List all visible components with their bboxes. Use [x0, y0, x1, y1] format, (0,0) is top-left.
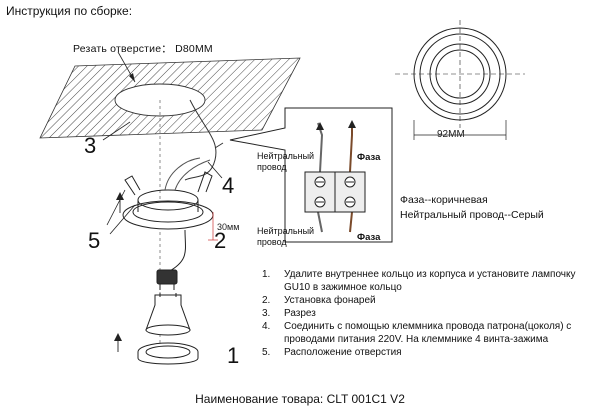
step-number-3: 3: [84, 133, 97, 158]
fixture-body: [122, 157, 214, 230]
lamp-socket: [156, 229, 186, 290]
instruction-number: 5.: [262, 347, 271, 358]
terminal-block: [304, 171, 366, 213]
step-number-4: 4: [222, 173, 235, 198]
neutral-wire-label-bottom: Нейтральный провод: [257, 226, 315, 247]
instruction-item: 2. Установка фонарей: [262, 294, 592, 307]
ceiling-slab: [39, 57, 301, 139]
depth-dimension-label: 30мм: [217, 222, 240, 232]
instruction-number: 4.: [262, 321, 271, 332]
power-cable: [184, 99, 217, 181]
instruction-text: Соединить с помощью клеммника провода па…: [284, 321, 572, 345]
diameter-dimension: [413, 120, 507, 140]
legend-neutral: Нейтральный провод--Серый: [400, 209, 544, 221]
step-number-2: 2: [214, 228, 227, 253]
terminal-callout: [229, 107, 393, 243]
instructions-list: 1. Удалите внутреннее кольцо из корпуса и…: [262, 268, 592, 359]
phase-wire-label-top: Фаза: [357, 152, 381, 163]
step-number-5: 5: [88, 228, 101, 253]
instruction-text: Расположение отверстия: [284, 347, 402, 358]
instruction-item: 1. Удалите внутреннее кольцо из корпуса и…: [262, 268, 592, 294]
instruction-item: 4. Соединить с помощью клеммника провода …: [262, 320, 592, 346]
step-number-1: 1: [227, 343, 240, 368]
legend-phase: Фаза--коричневая: [400, 194, 488, 206]
fixture-top-view: [395, 20, 525, 128]
instruction-item: 5. Расположение отверстия: [262, 346, 592, 359]
cut-hole-label: Резать отверстие： D80MM: [73, 43, 213, 55]
instruction-text: Удалите внутреннее кольцо из корпуса и у…: [284, 269, 576, 293]
gu10-bulb: [145, 293, 191, 336]
neutral-wire-label-top: Нейтральный провод: [257, 151, 315, 172]
instruction-number: 1.: [262, 269, 271, 280]
instruction-item: 3. Разрез: [262, 307, 592, 320]
diameter-dimension-label: 92MM: [437, 129, 465, 140]
instruction-text: Установка фонарей: [284, 295, 376, 306]
instruction-number: 3.: [262, 308, 271, 319]
instruction-number: 2.: [262, 295, 271, 306]
page-title: Инструкция по сборке:: [6, 4, 133, 18]
retaining-ring: [137, 342, 199, 365]
instruction-text: Разрез: [284, 308, 316, 319]
phase-wire-label-bottom: Фаза: [357, 232, 381, 243]
product-name: Наименование товара: CLT 001C1 V2: [195, 392, 405, 406]
